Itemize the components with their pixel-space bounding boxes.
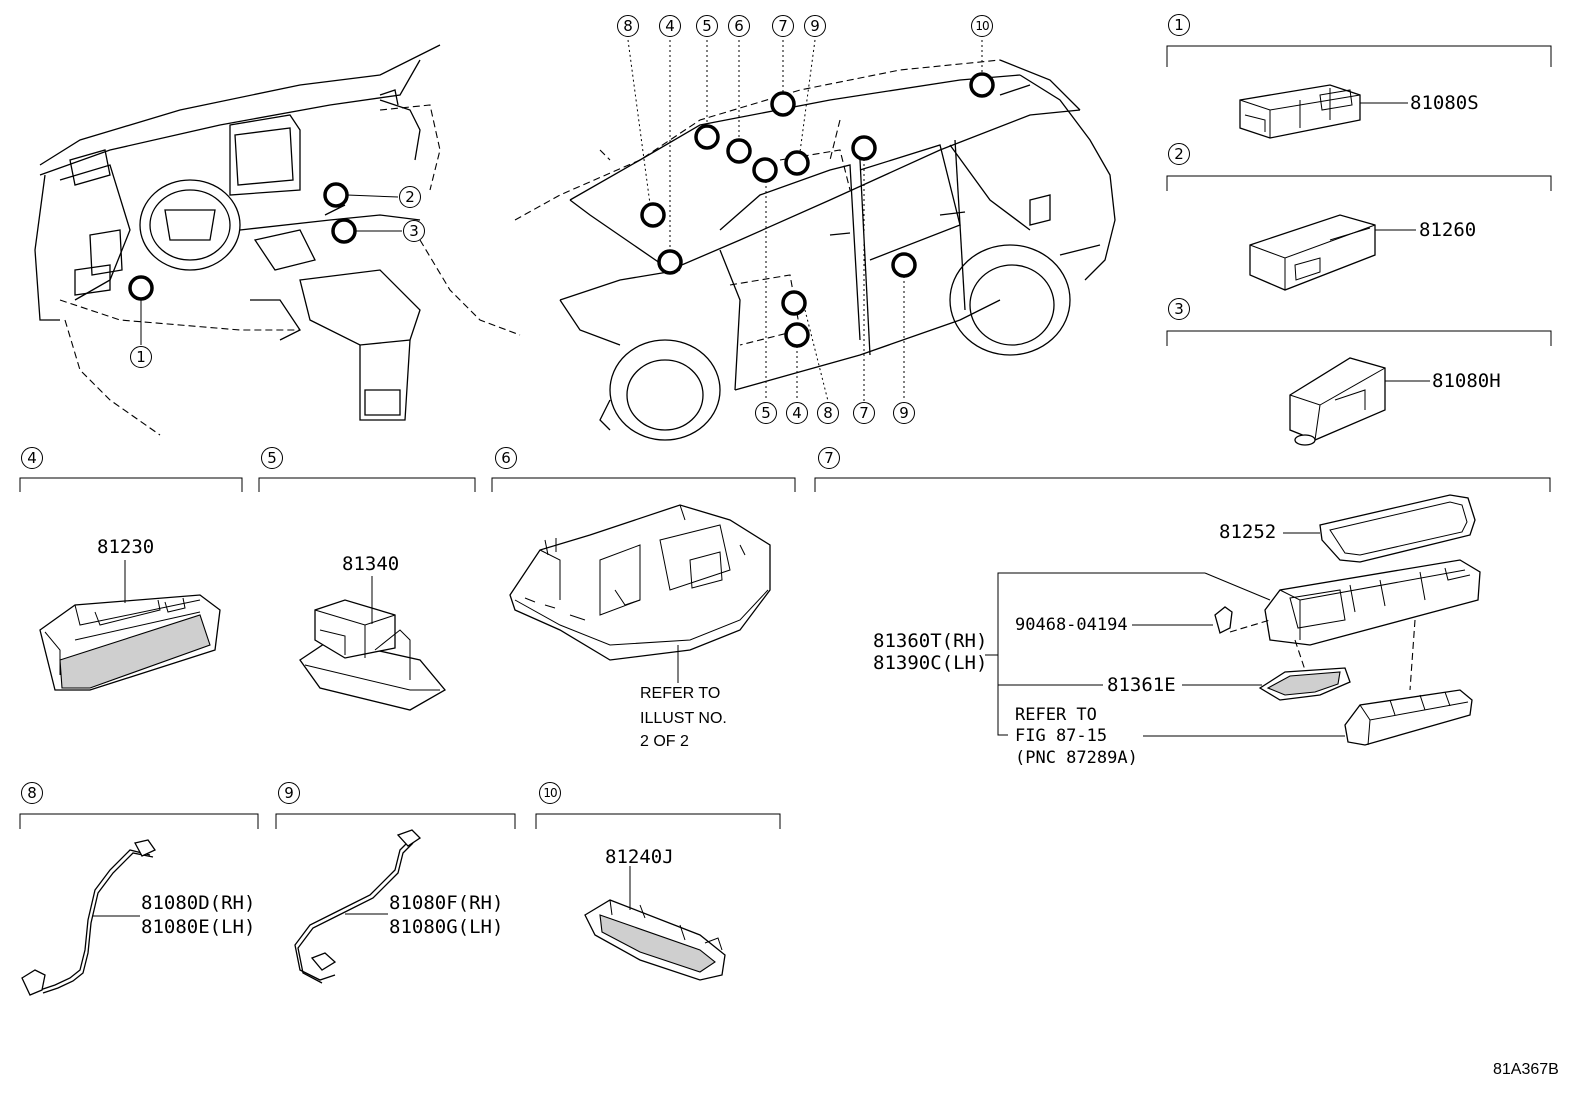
location-marker-5a <box>694 124 720 150</box>
part-number-81080E: 81080E(LH) <box>141 916 256 938</box>
part-number-81230: 81230 <box>97 536 155 558</box>
bracket-8 <box>19 813 259 829</box>
section-number-6: 6 <box>495 447 517 469</box>
refer-note-line3: 2 OF 2 <box>640 733 689 750</box>
part-number-81260: 81260 <box>1419 219 1477 241</box>
location-marker-5b <box>752 157 778 183</box>
refer-fig-line1: REFER TO <box>1015 705 1097 725</box>
vehicle-callout-9-bottom: 9 <box>893 402 915 424</box>
part-81080H-drawing <box>1289 357 1386 446</box>
vehicle-callout-9-top: 9 <box>804 15 826 37</box>
refer-fig-line2: FIG 87-15 <box>1015 726 1108 746</box>
section-number-10: 10 <box>539 782 561 804</box>
part-number-81080G: 81080G(LH) <box>389 916 504 938</box>
part-90468-drawing <box>1214 606 1233 634</box>
section-number-9: 9 <box>278 782 300 804</box>
part-81080F-wire-drawing <box>294 829 422 984</box>
part-number-81080S: 81080S <box>1410 92 1479 114</box>
location-marker-2 <box>323 182 349 208</box>
section-number-2: 2 <box>1168 143 1190 165</box>
part-81340-drawing <box>299 599 446 711</box>
vehicle-callout-4-top: 4 <box>659 15 681 37</box>
location-marker-4a <box>657 249 683 275</box>
part-81080D-wire-drawing <box>21 839 156 996</box>
part-number-81360T: 81360T(RH) <box>873 630 988 652</box>
part-81260-drawing <box>1249 214 1376 291</box>
section-number-5: 5 <box>261 447 283 469</box>
location-marker-3 <box>331 218 357 244</box>
vehicle-callout-8-bottom: 8 <box>817 402 839 424</box>
part-number-81080F: 81080F(RH) <box>389 892 504 914</box>
location-marker-4b <box>784 322 810 348</box>
vehicle-callout-5-top: 5 <box>696 15 718 37</box>
location-marker-8b <box>781 290 807 316</box>
vehicle-callout-10-top: 10 <box>971 15 993 37</box>
location-marker-7a <box>770 91 796 117</box>
bracket-6 <box>491 477 796 492</box>
part-section6-drawing <box>509 504 771 661</box>
section-number-3: 3 <box>1168 298 1190 320</box>
bracket-2 <box>1166 175 1552 191</box>
section-number-7: 7 <box>818 447 840 469</box>
part-number-81080H: 81080H <box>1432 370 1501 392</box>
location-marker-9a <box>784 150 810 176</box>
part-number-90468: 90468-04194 <box>1015 615 1128 635</box>
refer-note-line2: ILLUST NO. <box>640 710 727 727</box>
bracket-10 <box>535 813 781 829</box>
vehicle-callout-8-top: 8 <box>617 15 639 37</box>
bracket-1 <box>1166 45 1552 67</box>
vehicle-callout-7-top: 7 <box>772 15 794 37</box>
part-number-81340: 81340 <box>342 553 400 575</box>
vehicle-illustration <box>514 59 1116 441</box>
part-number-81361E: 81361E <box>1107 674 1176 696</box>
section-number-8: 8 <box>21 782 43 804</box>
vehicle-callout-6-top: 6 <box>728 15 750 37</box>
part-81240J-drawing <box>584 899 726 981</box>
part-refer-fig-drawing <box>1344 689 1473 746</box>
part-number-81252: 81252 <box>1219 521 1277 543</box>
bracket-9 <box>275 813 516 829</box>
vehicle-callout-4-bottom: 4 <box>786 402 808 424</box>
bracket-7 <box>814 477 1551 492</box>
location-marker-9b <box>891 252 917 278</box>
part-81361E-drawing <box>1258 667 1351 701</box>
refer-fig-line3: (PNC 87289A) <box>1015 748 1138 768</box>
refer-note-line1: REFER TO <box>640 685 721 702</box>
part-81080S-drawing <box>1239 84 1361 139</box>
part-number-81240J: 81240J <box>605 846 674 868</box>
bracket-5 <box>258 477 476 492</box>
location-marker-8a <box>640 202 666 228</box>
part-81252-drawing <box>1319 494 1476 563</box>
section-number-4: 4 <box>21 447 43 469</box>
bracket-4 <box>19 477 243 492</box>
part-81230-drawing <box>39 594 221 691</box>
dashboard-callout-2: 2 <box>399 186 421 208</box>
vehicle-callout-7-bottom: 7 <box>853 402 875 424</box>
part-number-81080D: 81080D(RH) <box>141 892 256 914</box>
illustration-id: 81A367B <box>1493 1061 1559 1078</box>
dashboard-illustration <box>34 44 521 436</box>
location-marker-10 <box>969 72 995 98</box>
location-marker-7b <box>851 135 877 161</box>
part-81360T-drawing <box>1264 559 1481 646</box>
dashboard-callout-1: 1 <box>130 346 152 368</box>
section-number-1: 1 <box>1168 14 1190 36</box>
dashboard-callout-3: 3 <box>403 220 425 242</box>
bracket-3 <box>1166 330 1552 346</box>
location-marker-1 <box>128 275 154 301</box>
part-number-81390C: 81390C(LH) <box>873 652 988 674</box>
location-marker-6 <box>726 138 752 164</box>
vehicle-callout-5-bottom: 5 <box>755 402 777 424</box>
